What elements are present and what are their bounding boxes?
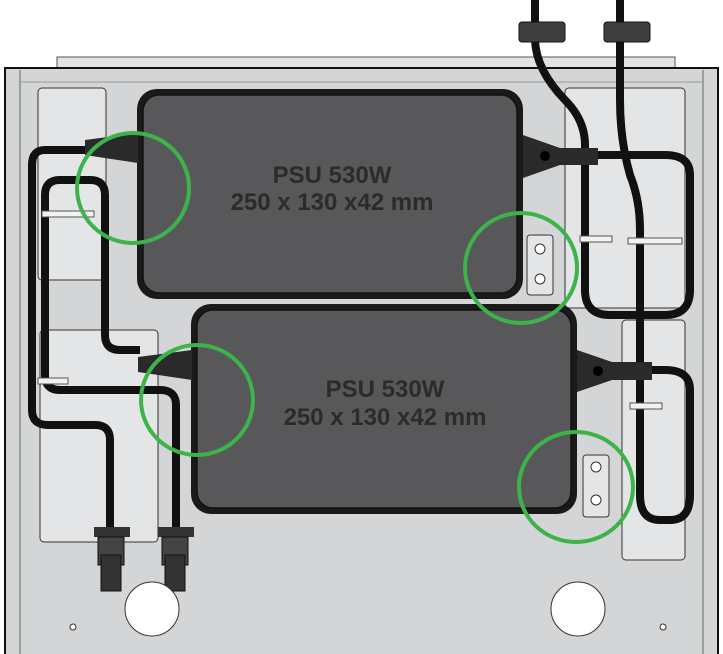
cable-left-outer — [28, 146, 114, 530]
dc-connectors — [94, 527, 194, 592]
cable-tie-icon — [629, 402, 663, 410]
cables — [28, 0, 694, 530]
cable-left-inner — [41, 176, 180, 530]
mounting-bracket — [582, 454, 610, 518]
highlight-psu1-bracket — [463, 211, 579, 325]
cable-clip-icon — [603, 21, 651, 43]
right-bay — [564, 87, 686, 309]
ac-plug-icon — [523, 135, 598, 178]
cable-tie-icon — [37, 377, 69, 385]
highlight-psu2-connector — [139, 343, 255, 457]
screw-hole — [69, 623, 77, 631]
highlights — [75, 131, 635, 544]
cable-tie-icon — [627, 237, 683, 245]
psu-2-title: PSU 530W — [326, 376, 445, 403]
highlight-psu1-connector — [75, 131, 191, 245]
mounting-bracket — [526, 234, 554, 296]
psu-1-title: PSU 530W — [273, 162, 392, 189]
cable-clip-icon — [518, 21, 566, 43]
cable-right-1 — [531, 0, 694, 319]
screw-icon — [534, 273, 546, 285]
cable-hole — [550, 581, 606, 637]
psu-1-dimensions: 250 x 130 x42 mm — [231, 189, 434, 216]
cable-right-2 — [616, 0, 694, 524]
cable-ties — [37, 210, 683, 410]
screw-hole — [659, 623, 667, 631]
screw-icon — [590, 461, 602, 473]
power-connector-icon — [85, 133, 138, 163]
right-lower-bay — [621, 319, 686, 561]
cable-hole — [124, 581, 180, 637]
psu-2-dimensions: 250 x 130 x42 mm — [284, 404, 487, 431]
power-connector-icon — [138, 350, 192, 380]
cable-tie-icon — [41, 210, 95, 218]
ac-plug-icon — [577, 350, 652, 392]
psu-2: PSU 530W 250 x 130 x42 mm — [138, 304, 652, 518]
screw-icon — [590, 494, 602, 506]
psu-1: PSU 530W 250 x 130 x42 mm — [85, 89, 598, 299]
highlight-psu2-bracket — [517, 430, 635, 544]
cable-tie-icon — [579, 235, 613, 243]
screw-icon — [534, 243, 546, 255]
